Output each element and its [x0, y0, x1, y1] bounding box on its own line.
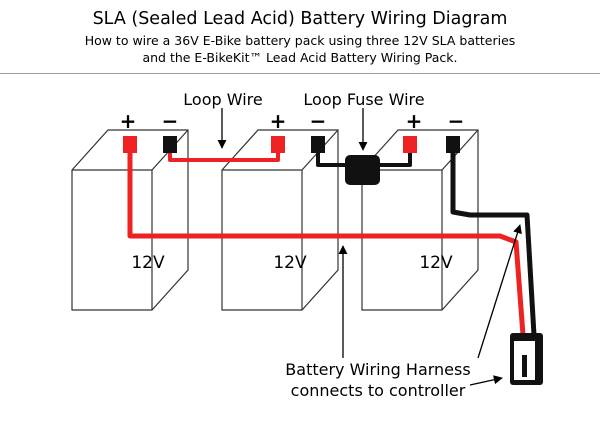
- header-divider: [0, 73, 600, 74]
- battery-3-negative-sign: −: [448, 109, 465, 133]
- fuse-holder: [345, 155, 380, 185]
- battery-1-negative-sign: −: [162, 109, 179, 133]
- loop-wire-label: Loop Wire: [183, 90, 262, 109]
- harness-label-line1: Battery Wiring Harness: [285, 360, 470, 379]
- battery-2-voltage: 12V: [273, 253, 307, 273]
- battery-1-positive-sign: +: [120, 109, 137, 133]
- battery-1-voltage: 12V: [131, 253, 165, 273]
- battery-2-negative-terminal: [311, 136, 325, 153]
- harness-connector: [510, 333, 543, 385]
- battery-3-negative-terminal: [446, 136, 460, 153]
- diagram-title: SLA (Sealed Lead Acid) Battery Wiring Di…: [92, 9, 508, 29]
- battery-3-positive-terminal: [403, 136, 417, 153]
- battery-3-positive-sign: +: [406, 109, 423, 133]
- harness-arrow-right: [477, 224, 522, 359]
- battery-2-positive-terminal: [271, 136, 285, 153]
- diagram-subtitle-line2: and the E-BikeKit™ Lead Acid Battery Wir…: [142, 50, 458, 65]
- loop-wire: [168, 152, 280, 162]
- loop-fuse-wire: [316, 152, 412, 167]
- controller-arrow: [469, 375, 503, 386]
- battery-3-voltage: 12V: [419, 253, 453, 273]
- loop-fuse-wire-label: Loop Fuse Wire: [303, 90, 424, 109]
- battery-2: [221, 129, 339, 311]
- battery-2-negative-sign: −: [310, 109, 327, 133]
- harness-positive-wire: [127, 152, 526, 336]
- harness-negative-wire: [450, 152, 537, 336]
- battery-1-positive-terminal: [123, 136, 137, 153]
- battery-1-negative-terminal: [163, 136, 177, 153]
- harness-label-line2: connects to controller: [291, 381, 466, 400]
- battery-3: [361, 129, 479, 311]
- battery-2-positive-sign: +: [270, 109, 287, 133]
- diagram-subtitle-line1: How to wire a 36V E-Bike battery pack us…: [84, 33, 516, 48]
